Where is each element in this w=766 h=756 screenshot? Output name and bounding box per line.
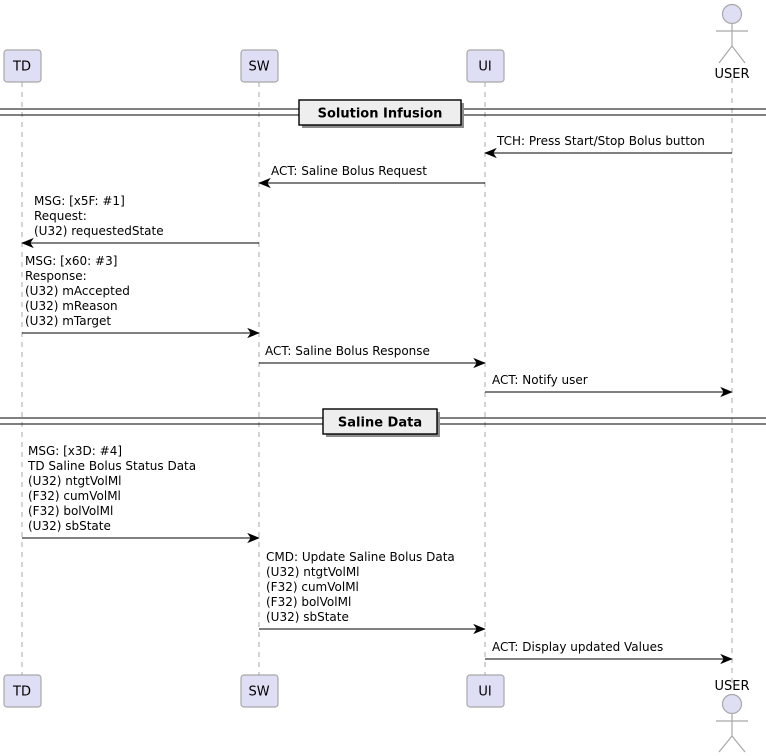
- participant-label-td: TD: [12, 60, 31, 75]
- message-label-m8-line-1: (U32) ntgtVolMl: [266, 565, 360, 579]
- message-label-m4-line-1: Response:: [25, 269, 87, 283]
- participant-box-ui[interactable]: [466, 674, 505, 708]
- message-label-m4-line-3: (U32) mReason: [25, 299, 118, 313]
- message-label-m4-line-2: (U32) mAccepted: [25, 284, 130, 298]
- message-label-m8-line-0: CMD: Update Saline Bolus Data: [266, 550, 455, 564]
- actor-leg-left-user-bottom: [718, 735, 733, 753]
- message-m2: ACT: Saline Bolus Request: [258, 164, 485, 189]
- divider-solution-infusion: Solution Infusion: [0, 99, 766, 128]
- message-m6: ACT: Notify user: [485, 373, 733, 398]
- participant-box-td[interactable]: [3, 674, 42, 708]
- actor-head-user-bottom[interactable]: [721, 693, 743, 715]
- message-arrowhead-m8: [473, 623, 486, 635]
- actor-label-user: USER: [714, 67, 749, 82]
- message-label-m4-line-0: MSG: [x60: #3]: [25, 254, 117, 268]
- participant-ui-bottom: UI: [466, 674, 505, 708]
- message-label-m7-line-5: (U32) sbState: [28, 519, 111, 533]
- message-label-m8-line-4: (U32) sbState: [266, 610, 349, 624]
- message-label-m1-line-0: TCH: Press Start/Stop Bolus button: [496, 134, 705, 148]
- message-m9: ACT: Display updated Values: [485, 640, 733, 665]
- divider-label-saline-data: Saline Data: [338, 416, 422, 431]
- message-m8: CMD: Update Saline Bolus Data(U32) ntgtV…: [259, 550, 486, 635]
- message-label-m6-line-0: ACT: Notify user: [492, 373, 588, 387]
- actor-head-user[interactable]: [721, 3, 743, 25]
- message-m4: MSG: [x60: #3] Response: (U32) mAccepted…: [22, 254, 260, 339]
- participant-user-top: USER: [714, 3, 750, 82]
- participant-box-ui[interactable]: [466, 49, 505, 83]
- message-label-m7-line-1: TD Saline Bolus Status Data: [27, 459, 196, 473]
- participant-td-top: TD: [3, 49, 42, 83]
- participant-box-td[interactable]: [3, 49, 42, 83]
- message-label-m4-line-4: (U32) mTarget: [25, 314, 111, 328]
- actor-leg-right-user: [731, 45, 746, 64]
- participant-label-sw: SW: [248, 60, 269, 75]
- participant-label-sw: SW: [248, 685, 269, 700]
- participant-label-ui: UI: [478, 60, 491, 75]
- participant-box-sw[interactable]: [240, 674, 279, 708]
- participant-label-ui: UI: [478, 685, 491, 700]
- participant-sw-top: SW: [240, 49, 279, 83]
- actor-leg-right-user-bottom: [731, 735, 746, 753]
- message-arrowhead-m6: [720, 386, 733, 398]
- divider-saline-data: Saline Data: [0, 408, 766, 437]
- message-label-m3-line-0: MSG: [x5F: #1]: [34, 194, 125, 208]
- message-label-m7-line-4: (F32) bolVolMl: [28, 504, 113, 518]
- message-m3: MSG: [x5F: #1] Request: (U32) requestedS…: [21, 194, 259, 249]
- message-label-m2-line-0: ACT: Saline Bolus Request: [271, 164, 427, 178]
- message-label-m7-line-0: MSG: [x3D: #4]: [28, 444, 122, 458]
- message-label-m7-line-3: (F32) cumVolMl: [28, 489, 121, 503]
- message-arrowhead-m9: [720, 653, 733, 665]
- divider-box-solution-infusion[interactable]: [298, 99, 462, 126]
- message-arrowhead-m4: [247, 327, 260, 339]
- message-arrowhead-m1: [484, 147, 497, 159]
- actor-leg-left-user: [718, 45, 733, 64]
- actor-label-user-bottom: USER: [714, 679, 749, 694]
- participant-user-bottom: USER: [714, 679, 750, 753]
- message-m7: MSG: [x3D: #4]TD Saline Bolus Status Dat…: [22, 444, 260, 544]
- participant-sw-bottom: SW: [240, 674, 279, 708]
- message-arrowhead-m7: [247, 532, 260, 544]
- participant-ui-top: UI: [466, 49, 505, 83]
- divider-box-saline-data[interactable]: [322, 408, 438, 435]
- participants-bottom-layer: TD SW UI USER: [3, 674, 750, 753]
- message-label-m3-line-1: Request:: [34, 209, 87, 223]
- message-label-m3-line-2: (U32) requestedState: [34, 224, 164, 238]
- message-m1: TCH: Press Start/Stop Bolus button: [484, 134, 732, 159]
- message-label-m7-line-2: (U32) ntgtVolMl: [28, 474, 122, 488]
- message-label-m8-line-3: (F32) bolVolMl: [266, 595, 351, 609]
- message-arrowhead-m5: [473, 357, 486, 369]
- lifelines-layer: [21, 78, 733, 686]
- divider-label-solution-infusion: Solution Infusion: [318, 107, 443, 122]
- participant-box-sw[interactable]: [240, 49, 279, 83]
- message-label-m9-line-0: ACT: Display updated Values: [492, 640, 663, 654]
- message-label-m8-line-2: (F32) cumVolMl: [266, 580, 359, 594]
- message-arrowhead-m3: [21, 237, 34, 249]
- message-arrowhead-m2: [258, 177, 271, 189]
- participant-td-bottom: TD: [3, 674, 42, 708]
- participants-top-layer: TD SW UI USER: [3, 3, 750, 83]
- message-m5: ACT: Saline Bolus Response: [259, 344, 486, 369]
- message-label-m5-line-0: ACT: Saline Bolus Response: [265, 344, 430, 358]
- participant-label-td: TD: [12, 685, 31, 700]
